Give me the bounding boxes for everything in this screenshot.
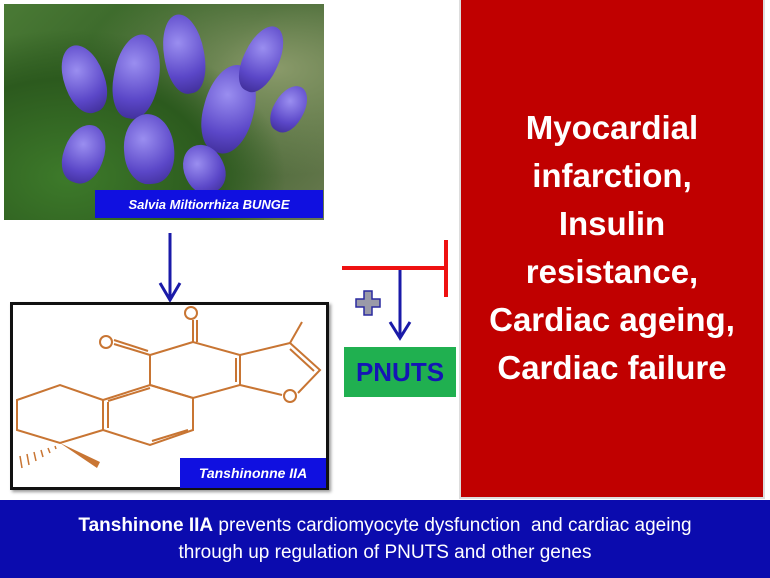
cardiac-conditions-panel: Myocardial infarction, Insulin resistanc… [459, 0, 765, 499]
salvia-plant-photo [4, 4, 324, 220]
summary-banner: Tanshinone IIA prevents cardiomyocyte dy… [0, 500, 770, 578]
plus-icon [355, 290, 381, 316]
pnuts-box: PNUTS [344, 347, 456, 397]
condition-line: Cardiac ageing, [489, 300, 735, 338]
upregulation-arrow [388, 270, 412, 341]
plant-name-label: Salvia Miltiorrhiza BUNGE [95, 190, 323, 218]
conditions-list: Myocardial infarction, Insulin resistanc… [489, 104, 735, 392]
summary-line-2: through up regulation of PNUTS and other… [178, 542, 592, 563]
tanshinone-structure [16, 306, 322, 469]
compound-name-label: Tanshinonne IIA [180, 458, 326, 488]
condition-line: infarction, [532, 156, 692, 194]
condition-line: Myocardial [525, 108, 699, 146]
summary-line-1: Tanshinone IIA prevents cardiomyocyte dy… [0, 512, 770, 539]
molecule-structure-box [10, 302, 329, 490]
inhibition-bar [342, 240, 448, 297]
summary-bold: Tanshinone IIA [78, 515, 214, 536]
summary-rest: prevents cardiomyocyte dysfunction and c… [213, 515, 692, 536]
condition-line: resistance, [525, 252, 699, 290]
condition-line: Insulin [558, 204, 666, 242]
condition-line: Cardiac failure [497, 348, 727, 386]
plant-to-compound-arrow [158, 233, 182, 303]
